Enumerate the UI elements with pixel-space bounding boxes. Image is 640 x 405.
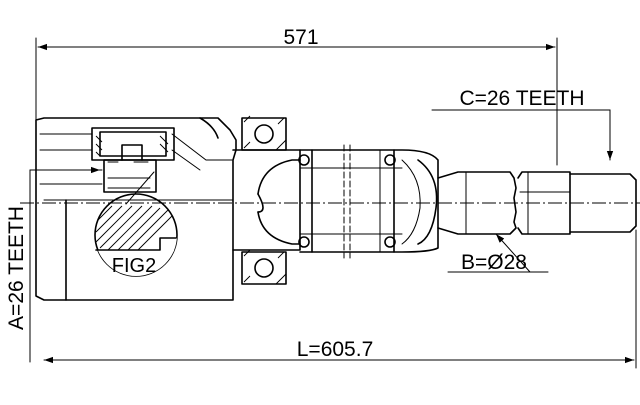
spline-c-callout: C=26 TEETH (431, 87, 614, 161)
fig2-detail: FIG2 (94, 171, 178, 277)
spline-c-label: C=26 TEETH (459, 87, 584, 110)
shaft-diameter-callout: B=Ø28 (447, 233, 549, 274)
spline-a-callout: A=26 TEETH (5, 166, 101, 363)
top-dimension: 571 (35, 26, 558, 166)
bottom-dimension: L=605.7 (43, 229, 637, 369)
support-bearing (241, 115, 287, 285)
fig2-label: FIG2 (112, 255, 156, 277)
outer-joint-housing (35, 117, 237, 301)
tripod-housing (232, 144, 439, 259)
top-dimension-label: 571 (283, 26, 318, 49)
total-length-label: L=605.7 (297, 338, 374, 361)
spline-a-label: A=26 TEETH (5, 206, 28, 330)
shaft-diameter-label: B=Ø28 (461, 251, 527, 274)
